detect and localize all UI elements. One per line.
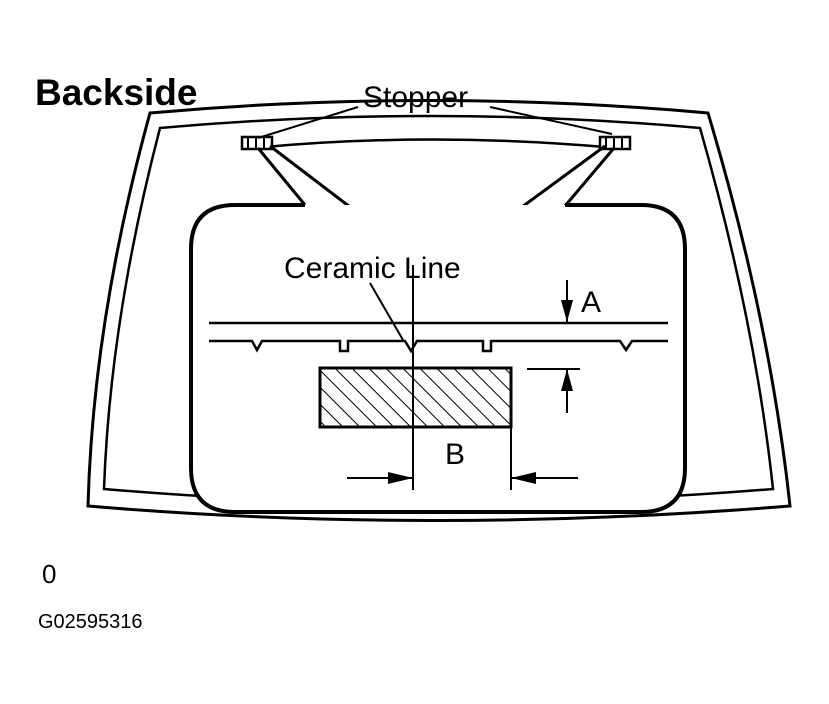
stopper-left [240, 135, 274, 151]
detail-callout-box [189, 203, 687, 514]
stopper-leader-right [489, 106, 613, 135]
label-dimension-a: A [581, 286, 601, 319]
windshield-inner-outline [102, 114, 775, 505]
ceramic-line-leader [369, 282, 404, 341]
stopper-leader-left [257, 106, 359, 139]
label-stopper: Stopper [363, 81, 468, 114]
page-mark: 0 [42, 559, 56, 589]
dimension-b [347, 427, 578, 490]
label-dimension-b: B [445, 438, 465, 471]
stopper-right [598, 135, 632, 151]
title-backside: Backside [35, 72, 198, 113]
label-ceramic-line: Ceramic Line [284, 252, 461, 285]
hatched-part [318, 366, 513, 429]
dimension-a [527, 280, 580, 413]
callout-connector [256, 144, 616, 209]
windshield-outer-outline [86, 99, 792, 522]
top-molding-line [264, 138, 606, 149]
figure-code: G02595316 [38, 611, 143, 633]
ceramic-line-lower [209, 339, 668, 354]
